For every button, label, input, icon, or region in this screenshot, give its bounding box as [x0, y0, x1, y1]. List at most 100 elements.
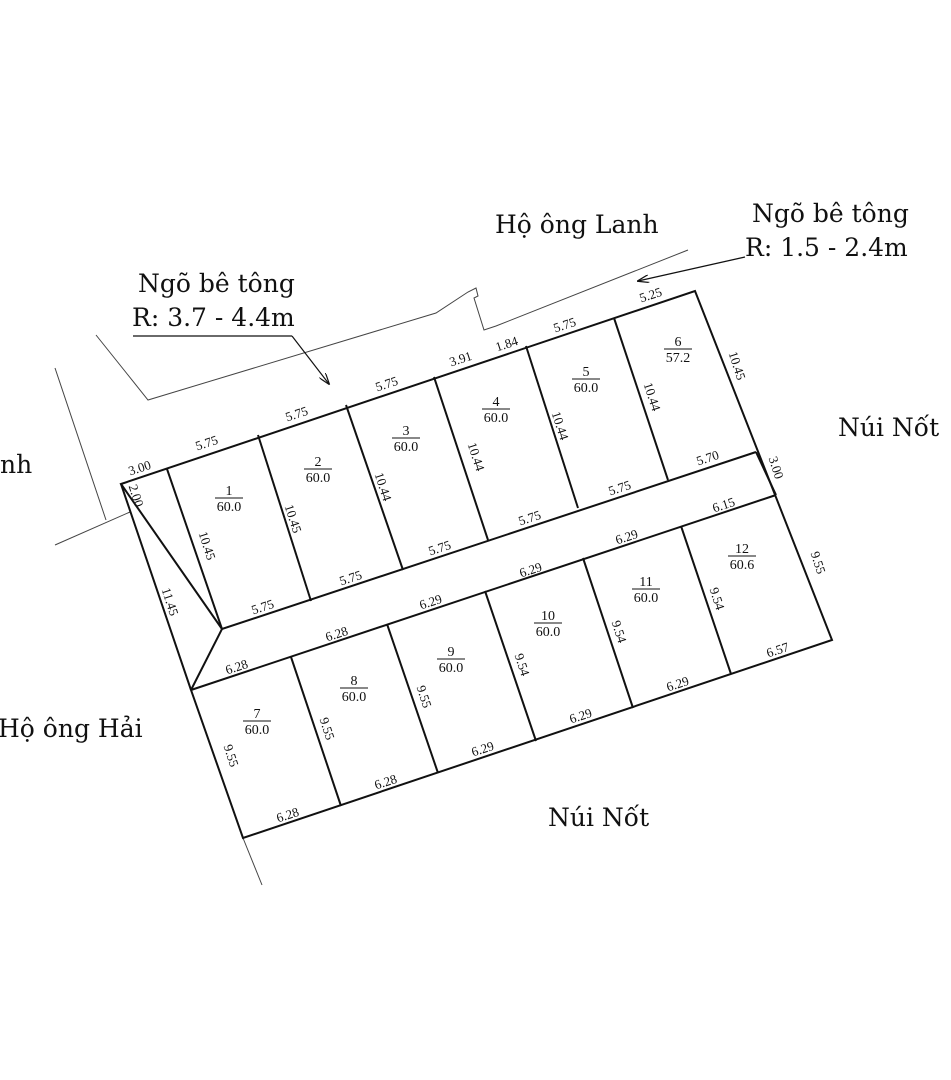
- dimension-label-south-top-10: 6.29: [517, 559, 543, 580]
- lot-labels: 160.0260.0360.0460.0560.0657.2760.0860.0…: [215, 335, 756, 738]
- lot-label-2: 260.0: [304, 455, 332, 486]
- lot-number: 5: [583, 365, 590, 380]
- mountain-bottom-label: Núi Nốt: [548, 803, 649, 832]
- dimension-label-north-bottom-3: 5.75: [426, 537, 452, 558]
- dimension-label-d-8-9: 9.55: [414, 683, 435, 709]
- lot-label-6: 657.2: [664, 335, 692, 366]
- dimension-label-north-bottom-1: 5.75: [249, 596, 275, 617]
- dimension-label-top-3-00: 3.00: [126, 457, 152, 478]
- inner-road-east-edge: [755, 451, 777, 496]
- lot-number: 4: [493, 395, 500, 410]
- road-main-arrow: [291, 335, 329, 384]
- lot-area: 60.0: [536, 625, 561, 640]
- divider-8-9: [386, 623, 439, 774]
- lot-area: 60.0: [634, 591, 659, 606]
- dimension-label-south-bottom-12: 6.57: [764, 639, 791, 660]
- dimension-label-right-9-55: 9.55: [808, 549, 829, 575]
- neighbor-boundary-line: [54, 367, 107, 521]
- divider-5-6: [613, 317, 669, 481]
- lot-number: 9: [448, 645, 455, 660]
- dimension-label-south-bottom-10: 6.29: [567, 705, 593, 726]
- dimension-label-d-11-12: 9.54: [707, 585, 728, 612]
- dimension-label-south-bottom-7: 6.28: [274, 804, 300, 825]
- divider-3-4: [433, 376, 489, 541]
- lot-area: 60.0: [439, 661, 464, 676]
- dimension-label-top-1: 5.75: [193, 432, 219, 453]
- dimension-label-d-4-5: 10.44: [465, 440, 488, 473]
- lot-area: 57.2: [666, 351, 691, 366]
- dimension-label-d-1-2: 10.45: [196, 529, 219, 561]
- neighbor-left-label: Hộ ông Hải: [0, 714, 143, 743]
- lot-label-5: 560.0: [572, 365, 600, 396]
- lot-number: 12: [735, 542, 749, 557]
- divider-9-10: [484, 590, 537, 742]
- lot-number: 3: [403, 424, 410, 439]
- dimension-label-d-9-10: 9.54: [512, 651, 533, 678]
- dimension-labels: 3.00 5.75 5.75 5.75 3.91 1.84 5.75 5.25 2.00 11.4…: [126, 284, 829, 825]
- lot-area: 60.0: [245, 723, 270, 738]
- divider-10-11: [582, 557, 634, 709]
- lot-number: 8: [351, 674, 358, 689]
- dimension-label-top-2: 5.75: [283, 403, 309, 424]
- divider-7-8: [290, 656, 342, 807]
- dimension-label-north-bottom-2: 5.75: [337, 567, 363, 588]
- lot-area: 60.6: [730, 558, 755, 573]
- road-small-arrow: [638, 256, 746, 281]
- lot-label-8: 860.0: [340, 674, 368, 705]
- neighbor-boundary-line-2: [54, 511, 131, 546]
- road-small-name: Ngõ bê tông: [752, 199, 909, 228]
- inner-road-south-edge: [190, 494, 777, 691]
- dimension-label-top-6: 5.25: [637, 284, 663, 305]
- dimension-label-top-3: 5.75: [373, 373, 399, 394]
- dimension-label-south-top-8: 6.28: [323, 623, 349, 644]
- parcel-outline-left: [120, 483, 192, 691]
- lot-label-3: 360.0: [392, 424, 420, 455]
- south-extension-line: [242, 837, 263, 886]
- lot-area: 60.0: [574, 381, 599, 396]
- lot-label-4: 460.0: [482, 395, 510, 426]
- dimension-label-south-bottom-9: 6.29: [469, 738, 495, 759]
- dimension-label-top-5: 5.75: [551, 314, 577, 335]
- dimension-label-top-3-91: 3.91: [447, 348, 473, 369]
- dimension-label-right-3-00: 3.00: [766, 454, 787, 480]
- mountain-right-label: Núi Nốt: [838, 413, 939, 442]
- lot-label-1: 160.0: [215, 484, 243, 515]
- lot-number: 10: [541, 609, 555, 624]
- lot-number: 2: [315, 455, 322, 470]
- dimension-label-south-bottom-11: 6.29: [664, 673, 690, 694]
- divider-2-3: [345, 404, 404, 571]
- lot-number: 1: [226, 484, 233, 499]
- dimension-label-left-11-45: 11.45: [159, 586, 182, 618]
- neighbor-top-label: Hộ ông Lanh: [495, 210, 659, 239]
- dimension-label-top-1-84: 1.84: [493, 333, 520, 354]
- dimension-label-south-top-11: 6.29: [613, 526, 639, 547]
- dimension-label-south-top-12: 6.15: [710, 494, 736, 515]
- lot-number: 7: [254, 707, 261, 722]
- dimension-label-d-7-left: 9.55: [221, 742, 242, 768]
- lot-area: 60.0: [306, 471, 331, 486]
- lot-area: 60.0: [394, 440, 419, 455]
- road-main-width: R: 3.7 - 4.4m: [132, 303, 295, 332]
- divider-1-2: [257, 434, 312, 602]
- lot-number: 6: [675, 335, 682, 350]
- road-edge-line: [95, 249, 689, 401]
- lot-area: 60.0: [342, 690, 367, 705]
- dimension-label-north-bottom-4: 5.75: [516, 507, 542, 528]
- road-small-width: R: 1.5 - 2.4m: [745, 233, 908, 262]
- dimension-label-d-10-11: 9.54: [609, 618, 630, 645]
- divider-4-5: [525, 345, 579, 509]
- dimension-label-south-top-7: 6.28: [223, 656, 249, 677]
- neighbor-left-partial-label: nh: [0, 450, 32, 479]
- dimension-label-north-bottom-5: 5.75: [606, 477, 632, 498]
- divider-11-12: [680, 525, 732, 675]
- lot-area: 60.0: [484, 411, 509, 426]
- lot-label-7: 760.0: [243, 707, 271, 738]
- dimension-label-left-2-00: 2.00: [126, 482, 147, 508]
- lot-area: 60.0: [217, 500, 242, 515]
- dimension-label-d-7-8: 9.55: [317, 715, 338, 741]
- dimension-label-north-bottom-6: 5.70: [694, 447, 720, 468]
